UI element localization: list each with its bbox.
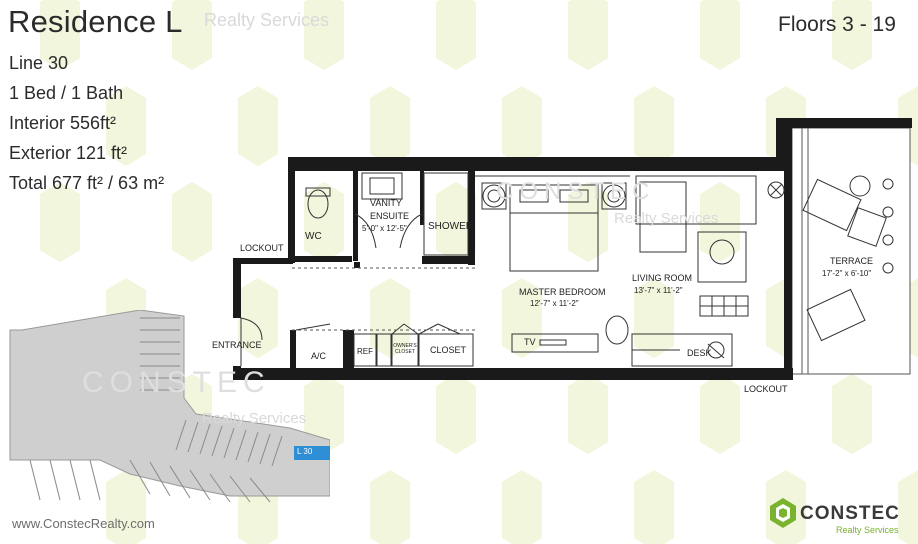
label-shower: SHOWER bbox=[428, 221, 473, 232]
label-tv: TV bbox=[524, 337, 536, 347]
label-terrace: TERRACE bbox=[830, 256, 874, 266]
watermark-hex bbox=[40, 182, 80, 262]
watermark-hex bbox=[304, 182, 344, 262]
watermark-hex bbox=[634, 470, 674, 544]
label-master-bedroom: MASTER BEDROOM bbox=[519, 287, 606, 297]
label-ac: A/C bbox=[311, 351, 327, 361]
watermark-hex bbox=[832, 374, 872, 454]
spec-line: Line 30 bbox=[9, 53, 69, 73]
watermark-realty-left: Realty Services bbox=[202, 410, 307, 427]
watermark-realty-center: Realty Services bbox=[614, 210, 719, 227]
label-living-room-dim: 13'-7" x 11'-2" bbox=[634, 286, 683, 295]
brand-name: CONSTEC bbox=[800, 503, 900, 524]
label-ref: REF bbox=[357, 347, 373, 356]
watermark-hex bbox=[238, 278, 278, 358]
keyplan-unit-tag: L 30 bbox=[297, 447, 313, 456]
label-lockout-bottom: LOCKOUT bbox=[744, 384, 788, 394]
label-wc: WC bbox=[305, 231, 322, 242]
label-master-bedroom-dim: 12'-7" x 11'-2" bbox=[530, 299, 579, 308]
watermark-hex bbox=[502, 470, 542, 544]
watermark-hex bbox=[700, 0, 740, 70]
watermark-hex bbox=[370, 278, 410, 358]
label-ensuite-dim: 5'-0" x 12'-5" bbox=[362, 224, 407, 233]
watermark-hex bbox=[370, 86, 410, 166]
watermark-hex bbox=[502, 86, 542, 166]
label-entrance: ENTRANCE bbox=[212, 340, 262, 350]
watermark-hex bbox=[172, 182, 212, 262]
watermark-hex bbox=[700, 374, 740, 454]
watermark-hex bbox=[40, 0, 80, 70]
keyplan-unit-highlight bbox=[294, 446, 330, 460]
spec-exterior: Exterior 121 ft² bbox=[9, 143, 128, 163]
brand-subtitle: Realty Services bbox=[836, 525, 899, 535]
watermark-hex bbox=[172, 0, 212, 70]
terrace-area bbox=[791, 127, 911, 375]
watermark-hex bbox=[634, 86, 674, 166]
label-closet: CLOSET bbox=[430, 345, 467, 355]
label-vanity: VANITY bbox=[370, 198, 402, 208]
watermark-hex bbox=[568, 374, 608, 454]
label-terrace-dim: 17'-2" x 6'-10" bbox=[822, 269, 872, 278]
watermark-hex bbox=[436, 374, 476, 454]
residence-title: Residence L bbox=[8, 4, 183, 39]
label-lockout-left: LOCKOUT bbox=[240, 243, 284, 253]
label-ensuite: ENSUITE bbox=[370, 211, 410, 221]
floors-range: Floors 3 - 19 bbox=[778, 13, 896, 36]
watermark-hex bbox=[898, 470, 918, 544]
key-plan bbox=[9, 310, 330, 503]
watermark-hex bbox=[304, 374, 344, 454]
watermark-constec-left: CONSTEC bbox=[82, 366, 271, 399]
walls bbox=[233, 118, 912, 380]
watermark-hex bbox=[568, 0, 608, 70]
label-living-room: LIVING ROOM bbox=[632, 273, 693, 283]
website-link[interactable]: www.ConstecRealty.com bbox=[12, 516, 155, 531]
watermark-hex bbox=[238, 86, 278, 166]
label-owners-closet: OWNER'S CLOSET bbox=[393, 343, 417, 355]
watermark-hex bbox=[436, 0, 476, 70]
spec-bed-bath: 1 Bed / 1 Bath bbox=[9, 83, 124, 103]
spec-total: Total 677 ft² / 63 m² bbox=[9, 173, 165, 193]
watermark-hex bbox=[700, 182, 740, 262]
label-desk: DESK bbox=[687, 348, 712, 358]
header-watermark: Realty Services bbox=[204, 10, 330, 30]
watermark-hex bbox=[304, 0, 344, 70]
watermark-hex bbox=[106, 470, 146, 544]
watermark-hex bbox=[436, 182, 476, 262]
constec-logo-icon bbox=[770, 498, 796, 528]
watermark-constec-center: CONSTEC bbox=[496, 178, 656, 205]
watermark-hex bbox=[832, 0, 872, 70]
watermark-hex bbox=[370, 470, 410, 544]
watermark-hex bbox=[634, 278, 674, 358]
watermark-hex bbox=[106, 86, 146, 166]
spec-interior: Interior 556ft² bbox=[9, 113, 117, 133]
